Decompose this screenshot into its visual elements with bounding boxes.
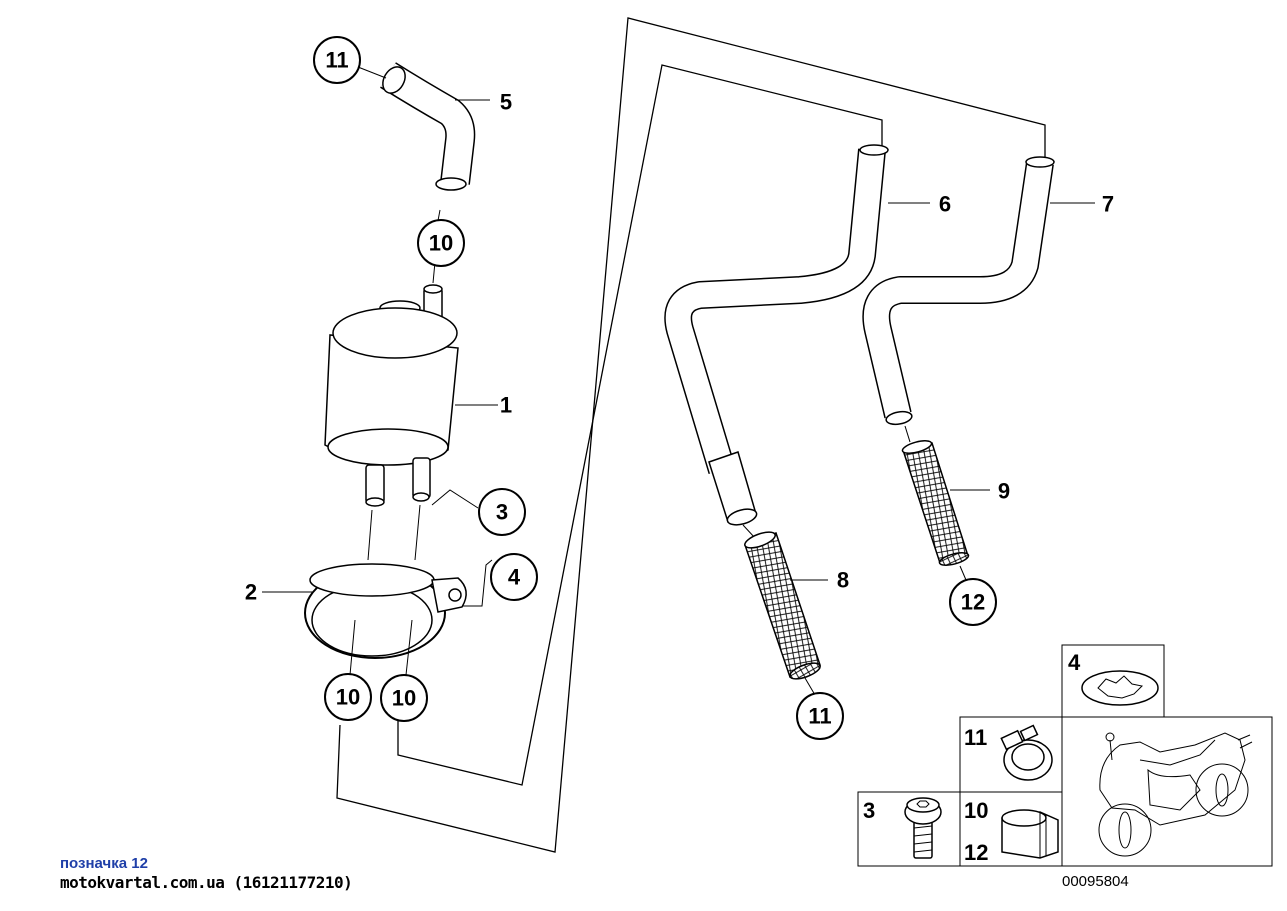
mesh-sleeve-part-9 xyxy=(901,425,990,581)
callout-4: 4 xyxy=(490,553,538,601)
hose-part-5 xyxy=(380,62,490,191)
svg-text:12: 12 xyxy=(961,590,985,615)
routing-lines xyxy=(336,17,1046,853)
alignment-lines xyxy=(349,209,493,676)
svg-text:10: 10 xyxy=(392,686,416,711)
callout-10-mid: 10 xyxy=(380,674,428,722)
motorcycle-icon xyxy=(1098,732,1253,857)
svg-text:4: 4 xyxy=(508,565,521,590)
circled-callouts: 11 10 3 4 10 10 11 12 xyxy=(313,36,997,740)
hose-clip-icon xyxy=(1001,809,1059,859)
label-5: 5 xyxy=(500,90,512,115)
callout-10-top: 10 xyxy=(417,219,465,267)
callout-11-top: 11 xyxy=(313,36,387,84)
svg-text:11: 11 xyxy=(808,704,831,729)
callout-10-left: 10 xyxy=(324,673,372,721)
legend-label-4: 4 xyxy=(1068,650,1081,675)
hose-clamp-icon xyxy=(1000,724,1053,781)
label-7: 7 xyxy=(1102,192,1114,217)
svg-text:3: 3 xyxy=(496,500,508,525)
legend-label-11: 11 xyxy=(964,725,987,750)
screw-icon xyxy=(904,797,942,859)
bracket-part-2 xyxy=(262,563,467,659)
legend-label-3: 3 xyxy=(863,798,875,823)
svg-text:10: 10 xyxy=(429,231,453,256)
callout-11-bottom: 11 xyxy=(796,692,844,740)
hose-part-7 xyxy=(862,156,1095,426)
fuel-filter-part-1 xyxy=(324,284,498,507)
label-1: 1 xyxy=(500,393,512,418)
label-6: 6 xyxy=(939,192,951,217)
label-9: 9 xyxy=(998,479,1010,504)
callout-12: 12 xyxy=(949,578,997,626)
mark-caption: позначка 12 xyxy=(60,855,148,872)
mesh-sleeve-part-8 xyxy=(742,524,828,696)
site-watermark[interactable]: motokvartal.com.ua (16121177210) xyxy=(60,873,353,892)
speed-nut-icon xyxy=(1081,670,1159,706)
label-2: 2 xyxy=(245,580,257,605)
legend-label-10: 10 xyxy=(964,798,988,823)
svg-text:11: 11 xyxy=(325,48,348,73)
diagram-code: 00095804 xyxy=(1062,873,1129,890)
label-8: 8 xyxy=(837,568,849,593)
legend-label-12: 12 xyxy=(964,840,988,865)
part-labels: 1 2 5 6 7 8 9 xyxy=(245,90,1114,605)
hose-part-6 xyxy=(664,144,930,526)
svg-text:10: 10 xyxy=(336,685,360,710)
callout-3: 3 xyxy=(478,488,526,536)
parts-legend-table: 4 11 3 10 12 xyxy=(857,644,1273,867)
